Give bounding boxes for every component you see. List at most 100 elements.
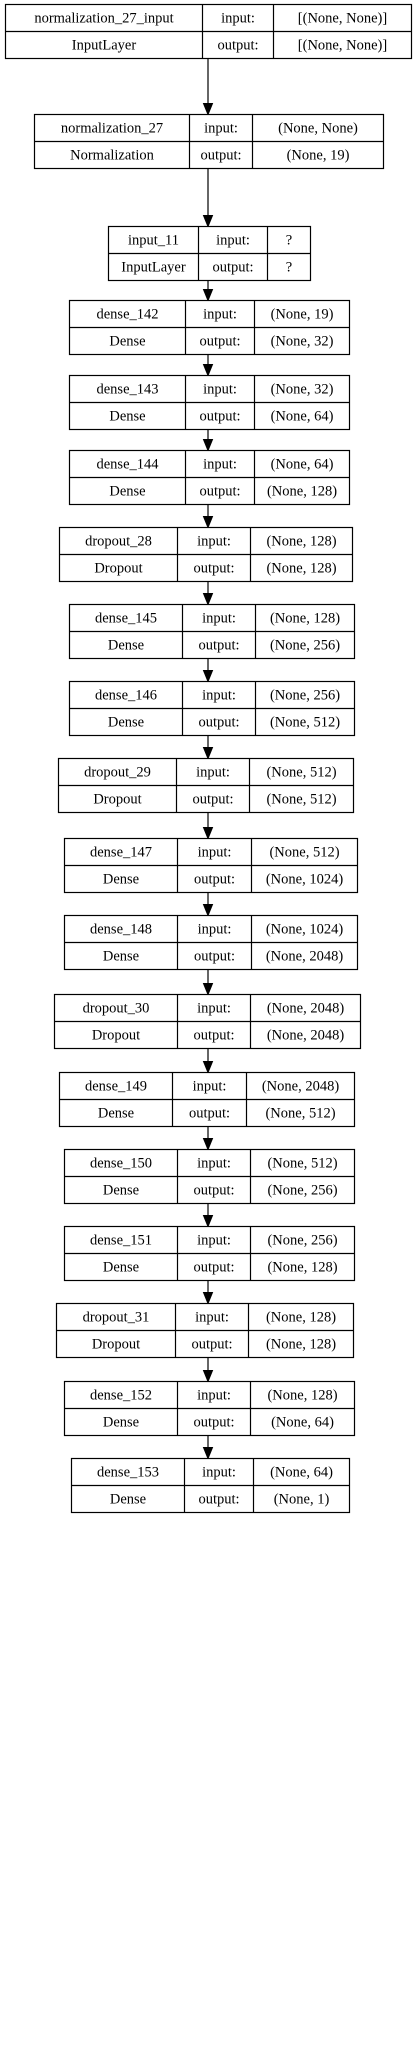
- arrow: [202, 581, 214, 606]
- layer-name: dense_151: [90, 1233, 152, 1249]
- output-label: output:: [198, 638, 239, 654]
- input-shape: (None, 64): [270, 1465, 333, 1481]
- output-label: output:: [192, 792, 233, 808]
- output-shape: ?: [286, 260, 292, 276]
- arrow: [202, 969, 214, 996]
- output-label: output:: [217, 38, 258, 54]
- layer-name: dense_146: [95, 688, 157, 704]
- arrow: [202, 735, 214, 760]
- layer-name: dropout_31: [83, 1310, 150, 1326]
- arrow: [202, 168, 214, 228]
- layer-class: Dropout: [92, 1028, 140, 1044]
- layer-class: Dense: [109, 409, 145, 425]
- layer-nodes: normalization_27_inputInputLayerinput:ou…: [4, 3, 413, 1514]
- input-shape: (None, 256): [267, 1233, 337, 1249]
- input-label: input:: [204, 121, 238, 137]
- arrow: [202, 1048, 214, 1074]
- arrow: [202, 354, 214, 377]
- output-shape: (None, 512): [265, 1106, 335, 1122]
- layer-class: Dense: [108, 715, 144, 731]
- layer-name: dense_143: [96, 382, 158, 398]
- input-shape: (None, 19): [271, 307, 334, 323]
- output-shape: (None, 128): [266, 561, 336, 577]
- layer-node: normalization_27_inputInputLayerinput:ou…: [4, 3, 413, 60]
- output-label: output:: [189, 1106, 230, 1122]
- output-shape: (None, 128): [267, 1260, 337, 1276]
- layer-class: Dense: [103, 872, 139, 888]
- arrow: [202, 1280, 214, 1305]
- input-label: input:: [197, 1156, 231, 1172]
- layer-class: Dropout: [94, 561, 142, 577]
- layer-class: Dense: [103, 1260, 139, 1276]
- arrow: [202, 1126, 214, 1151]
- output-shape: (None, 512): [266, 792, 336, 808]
- layer-name: dropout_28: [85, 534, 152, 550]
- output-shape: (None, 512): [270, 715, 340, 731]
- input-label: input:: [198, 845, 232, 861]
- input-label: input:: [202, 1465, 236, 1481]
- layer-name: dense_145: [95, 611, 157, 627]
- input-label: input:: [193, 1079, 227, 1095]
- input-shape: (None, 512): [267, 1156, 337, 1172]
- input-label: input:: [197, 1001, 231, 1017]
- output-label: output:: [191, 1337, 232, 1353]
- layer-name: dropout_30: [83, 1001, 150, 1017]
- layer-name: dense_150: [90, 1156, 152, 1172]
- arrow: [202, 812, 214, 840]
- layer-name: dense_147: [90, 845, 152, 861]
- output-label: output:: [199, 334, 240, 350]
- layer-name: dense_152: [90, 1388, 152, 1404]
- layer-class: Dropout: [93, 792, 141, 808]
- input-label: input:: [203, 382, 237, 398]
- input-shape: (None, 512): [269, 845, 339, 861]
- layer-class: Dropout: [92, 1337, 140, 1353]
- layer-class: Normalization: [70, 148, 155, 164]
- layer-class: Dense: [103, 1415, 139, 1431]
- input-shape: (None, 256): [270, 688, 340, 704]
- layer-class: Dense: [103, 949, 139, 965]
- output-shape: (None, 64): [271, 409, 334, 425]
- output-label: output:: [194, 872, 235, 888]
- arrow: [202, 1435, 214, 1460]
- input-shape: (None, 128): [270, 611, 340, 627]
- output-label: output:: [193, 561, 234, 577]
- input-shape: (None, 2048): [267, 1001, 344, 1017]
- layer-class: InputLayer: [121, 260, 186, 276]
- layer-name: dense_149: [85, 1079, 147, 1095]
- arrow: [202, 1357, 214, 1383]
- output-label: output:: [193, 1415, 234, 1431]
- layer-name: normalization_27: [61, 121, 163, 137]
- input-label: input:: [203, 457, 237, 473]
- layer-class: Dense: [98, 1106, 134, 1122]
- input-label: input:: [197, 534, 231, 550]
- layer-class: Dense: [109, 484, 145, 500]
- input-shape: (None, 32): [271, 382, 334, 398]
- output-label: output:: [199, 409, 240, 425]
- arrow: [202, 1203, 214, 1228]
- input-shape: (None, 128): [266, 534, 336, 550]
- arrow: [202, 429, 214, 452]
- output-shape: [(None, None)]: [298, 38, 387, 54]
- arrow: [202, 280, 214, 302]
- input-shape: (None, 1024): [266, 922, 343, 938]
- input-label: input:: [196, 765, 230, 781]
- output-label: output:: [193, 1028, 234, 1044]
- input-label: input:: [198, 922, 232, 938]
- input-shape: [(None, None)]: [298, 11, 387, 27]
- input-label: input:: [202, 611, 236, 627]
- output-shape: (None, 1): [274, 1492, 330, 1508]
- layer-node: normalization_27Normalizationinput:outpu…: [33, 113, 385, 170]
- output-label: output:: [212, 260, 253, 276]
- output-label: output:: [193, 1260, 234, 1276]
- output-shape: (None, 19): [287, 148, 350, 164]
